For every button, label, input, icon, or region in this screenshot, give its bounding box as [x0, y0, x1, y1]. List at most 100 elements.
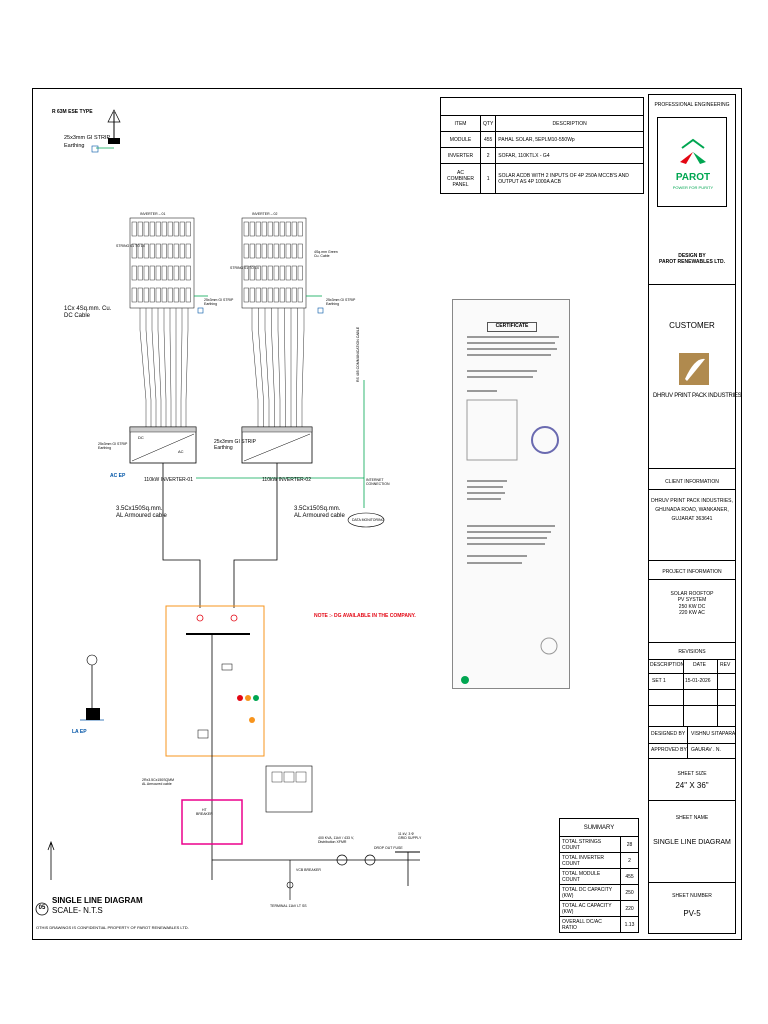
pv-module — [249, 243, 255, 259]
approved-by: GAURAV . N. — [691, 747, 721, 753]
pv-module — [167, 243, 173, 259]
pv-module — [273, 221, 279, 237]
pv-module — [273, 287, 279, 303]
drop-out-fuse-label: DROP OUT FUSE — [374, 846, 403, 850]
dc-string-cable — [251, 308, 259, 427]
pv-module — [297, 287, 303, 303]
dc-string-cable — [145, 308, 152, 427]
title-scale: SCALE- N.T.S — [52, 906, 103, 915]
pv-module — [155, 265, 161, 281]
sheet-size-title: SHEET SIZE — [677, 771, 707, 777]
design-by: DESIGN BY PAROT RENEWABLES LTD. — [659, 253, 725, 266]
pv-module — [149, 221, 155, 237]
pv-module — [155, 287, 161, 303]
customer-logo-mark — [679, 353, 709, 385]
pv-module — [255, 221, 261, 237]
pv-module — [279, 221, 285, 237]
bom-header-row: ITEM QTY DESCRIPTION — [440, 115, 644, 132]
dc-string-cable — [163, 308, 167, 427]
lightning-arrester-left — [80, 654, 104, 721]
pv-module — [161, 221, 167, 237]
rs485-label: RS 485 COMMUNICATION CABLE — [356, 326, 360, 382]
inverter-1-ac: AC — [178, 449, 184, 454]
inverter-2-title: INVERTER – 02 — [252, 212, 278, 216]
ac-ep-label: AC EP — [110, 473, 126, 479]
pv-module — [267, 221, 273, 237]
ht-panel-label: HT BREAKER — [196, 808, 213, 817]
dc-string-cable — [180, 308, 183, 427]
pv-module — [131, 221, 137, 237]
certificate-heading: CERTIFICATE — [487, 322, 537, 332]
pv-module — [161, 243, 167, 259]
pv-module — [149, 287, 155, 303]
dc-string-cable — [264, 308, 270, 427]
pv-module — [297, 221, 303, 237]
internet-connection-label: INTERNET CONNECTION — [366, 478, 390, 487]
parot-logo: PAROT POWER FOR PURITY — [657, 117, 727, 207]
earth-strip-label-2: 25x3mm GI STRIP Earthing — [326, 298, 356, 307]
sheet-name: SINGLE LINE DIAGRAM — [653, 839, 731, 846]
pv-module — [249, 265, 255, 281]
dc-string-cable — [157, 308, 162, 427]
pv-module — [243, 265, 249, 281]
pv-module — [179, 243, 185, 259]
pv-module — [249, 287, 255, 303]
pv-module — [291, 287, 297, 303]
dc-string-cable — [296, 308, 298, 427]
acdb-cable-label: 2Rx3.5Cx150SQMM AL Armoured cable — [142, 778, 175, 787]
certificate-scan — [461, 336, 559, 684]
pv-module — [261, 265, 267, 281]
pv-module — [243, 221, 249, 237]
sheet-number-title: SHEET NUMBER — [672, 893, 712, 899]
inverter-2-label: 110kW INVERTER-02 — [262, 477, 311, 483]
pv-module — [185, 243, 191, 259]
sheet-size: 24" X 36" — [675, 781, 709, 790]
pv-module — [167, 287, 173, 303]
summary-row: TOTAL AC CAPACITY (KW)220 — [559, 900, 639, 917]
dc-string-cable — [277, 308, 281, 427]
pv-module — [285, 265, 291, 281]
bom-table: ITEM QTY DESCRIPTION MODULE 455 PAHAL SO… — [440, 97, 644, 194]
dc-string-cable — [139, 308, 147, 427]
earth-strip-label-1: 25x3mm GI STRIP Earthing — [204, 298, 234, 307]
pv-module — [137, 243, 143, 259]
title-main: SINGLE LINE DIAGRAM — [52, 896, 143, 905]
pv-module — [285, 287, 291, 303]
earthing-label: Earthing — [64, 143, 85, 149]
data-monitoring-label: DATA MONITORING — [352, 518, 385, 522]
pv-module — [179, 221, 185, 237]
pv-array-1 — [129, 217, 195, 309]
pv-module — [173, 265, 179, 281]
dc-string-cable — [301, 308, 305, 427]
pv-module — [285, 243, 291, 259]
pv-module — [273, 265, 279, 281]
pv-module — [261, 287, 267, 303]
pv-module — [173, 287, 179, 303]
pv-module — [243, 287, 249, 303]
lightning-arrester-title: R 63M ESE TYPE — [52, 109, 93, 115]
pv-module — [279, 265, 285, 281]
inverter-1-title: INVERTER – 01 — [140, 212, 166, 216]
client-info: DHRUV PRINT PACK INDUSTRIES, GHUNADA ROA… — [651, 498, 733, 522]
pv-module — [143, 265, 149, 281]
dc-string-cable — [185, 308, 189, 427]
inverter-1-label: 110kW INVERTER-01 — [144, 477, 193, 483]
pv-module — [261, 221, 267, 237]
pv-module — [173, 221, 179, 237]
pv-module — [137, 265, 143, 281]
dc-string-cable — [258, 308, 264, 427]
designed-by: VISHNU SITAPARA — [691, 731, 736, 737]
client-info-title: CLIENT INFORMATION — [665, 479, 719, 485]
customer-logo: DHRUV PRINT PACK INDUSTRIES — [653, 347, 742, 407]
pv-module — [267, 287, 273, 303]
pv-module — [161, 265, 167, 281]
pv-module — [255, 243, 261, 259]
project-info: SOLAR ROOFTOP PV SYSTEM 250 KW DC 220 KW… — [670, 591, 714, 616]
pv-module — [291, 265, 297, 281]
